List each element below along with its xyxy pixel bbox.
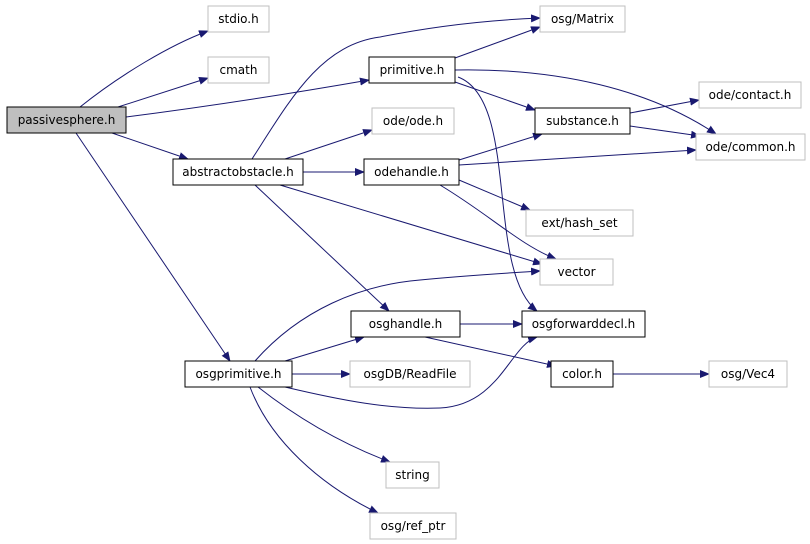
node-box-odeode (371, 107, 455, 135)
node-box-readfile (349, 360, 471, 388)
node-label-abstractobstacle: abstractobstacle.h (182, 165, 294, 179)
node-readfile[interactable]: osgDB/ReadFile (349, 360, 471, 388)
edge-passivesphere-to-primitive (125, 77, 370, 118)
node-label-odecommon: ode/common.h (705, 140, 795, 154)
node-osgforward[interactable]: osgforwarddecl.h (521, 310, 646, 338)
node-box-osgmatrix (539, 5, 626, 33)
node-box-osgprimitive (184, 360, 293, 388)
node-osgprimitive[interactable]: osgprimitive.h (184, 360, 293, 388)
edge-primitive-to-osgmatrix (454, 26, 541, 59)
node-label-osgprimitive: osgprimitive.h (195, 367, 281, 381)
edge-osgprimitive-to-refptr (249, 386, 379, 514)
node-cmath[interactable]: cmath (207, 56, 270, 84)
edges-layer (75, 14, 717, 514)
edge-passivesphere-to-abstractobstacle (111, 132, 189, 160)
node-vector[interactable]: vector (539, 258, 614, 286)
node-hashset[interactable]: ext/hash_set (525, 209, 634, 237)
node-osghandle[interactable]: osghandle.h (350, 310, 461, 338)
node-label-refptr: osg/ref_ptr (381, 519, 446, 533)
edge-primitive-to-osgforward (457, 76, 538, 312)
node-label-osgforward: osgforwarddecl.h (532, 317, 636, 331)
node-box-stdio (207, 5, 270, 33)
edge-odehandle-to-vector (439, 184, 557, 260)
node-stdio[interactable]: stdio.h (207, 5, 270, 33)
node-label-color: color.h (562, 367, 602, 381)
node-label-passivesphere: passivesphere.h (18, 113, 116, 127)
node-label-string: string (395, 468, 429, 482)
node-substance[interactable]: substance.h (534, 107, 631, 135)
node-abstractobstacle[interactable]: abstractobstacle.h (172, 158, 304, 186)
node-label-osghandle: osghandle.h (369, 317, 443, 331)
node-box-odecommon (695, 133, 806, 161)
edge-odehandle-to-odecommon (458, 146, 697, 166)
edge-passivesphere-to-osgprimitive (75, 132, 231, 362)
node-box-hashset (525, 209, 634, 237)
node-label-odeode: ode/ode.h (383, 114, 443, 128)
node-box-cmath (207, 56, 270, 84)
node-label-readfile: osgDB/ReadFile (364, 367, 457, 381)
node-label-primitive: primitive.h (380, 63, 445, 77)
node-passivesphere[interactable]: passivesphere.h (6, 106, 127, 134)
edge-osgprimitive-to-osghandle (284, 335, 365, 362)
edge-abstractobstacle-to-osgmatrix (251, 14, 541, 160)
edge-passivesphere-to-stdio (79, 30, 209, 108)
node-string[interactable]: string (385, 461, 440, 489)
node-osgmatrix[interactable]: osg/Matrix (539, 5, 626, 33)
edge-substance-to-odecontact (629, 97, 700, 114)
node-color[interactable]: color.h (550, 360, 614, 388)
node-box-odehandle (363, 158, 460, 186)
node-box-odecontact (698, 81, 802, 109)
node-label-stdio: stdio.h (218, 12, 258, 26)
node-odehandle[interactable]: odehandle.h (363, 158, 460, 186)
edge-osgprimitive-to-string (257, 386, 391, 463)
node-odeode[interactable]: ode/ode.h (371, 107, 455, 135)
node-box-color (550, 360, 614, 388)
edge-abstractobstacle-to-osghandle (254, 184, 390, 312)
node-odecontact[interactable]: ode/contact.h (698, 81, 802, 109)
edge-odehandle-to-hashset (458, 179, 531, 211)
edge-osgprimitive-to-vector (254, 267, 541, 362)
node-box-osgforward (521, 310, 646, 338)
nodes-layer: passivesphere.h stdio.h cmath primitive.h ab… (6, 5, 806, 540)
node-label-osgmatrix: osg/Matrix (551, 12, 614, 26)
node-box-osgvec4 (708, 360, 788, 388)
node-box-string (385, 461, 440, 489)
node-primitive[interactable]: primitive.h (368, 56, 456, 84)
edge-primitive-to-odecommon (454, 69, 717, 135)
edge-primitive-to-substance (454, 81, 536, 111)
node-label-cmath: cmath (220, 63, 258, 77)
node-box-refptr (369, 512, 457, 540)
edge-substance-to-odecommon (629, 125, 701, 139)
node-box-osghandle (350, 310, 461, 338)
node-label-odehandle: odehandle.h (374, 165, 449, 179)
node-label-vector: vector (557, 265, 595, 279)
node-box-abstractobstacle (172, 158, 304, 186)
node-box-passivesphere (6, 106, 127, 134)
edge-odehandle-to-substance (458, 132, 543, 161)
node-box-vector (539, 258, 614, 286)
node-odecommon[interactable]: ode/common.h (695, 133, 806, 161)
node-label-hashset: ext/hash_set (541, 216, 617, 230)
node-label-substance: substance.h (546, 114, 619, 128)
node-label-odecontact: ode/contact.h (709, 88, 792, 102)
edge-abstractobstacle-to-vector (279, 184, 543, 266)
edge-abstractobstacle-to-odeode (284, 129, 373, 160)
node-label-osgvec4: osg/Vec4 (721, 367, 775, 381)
node-refptr[interactable]: osg/ref_ptr (369, 512, 457, 540)
edge-passivesphere-to-cmath (117, 76, 209, 108)
node-osgvec4[interactable]: osg/Vec4 (708, 360, 788, 388)
node-box-substance (534, 107, 631, 135)
edge-osghandle-to-color (424, 336, 557, 368)
node-box-primitive (368, 56, 456, 84)
edge-osgprimitive-to-osgforward (284, 335, 538, 409)
